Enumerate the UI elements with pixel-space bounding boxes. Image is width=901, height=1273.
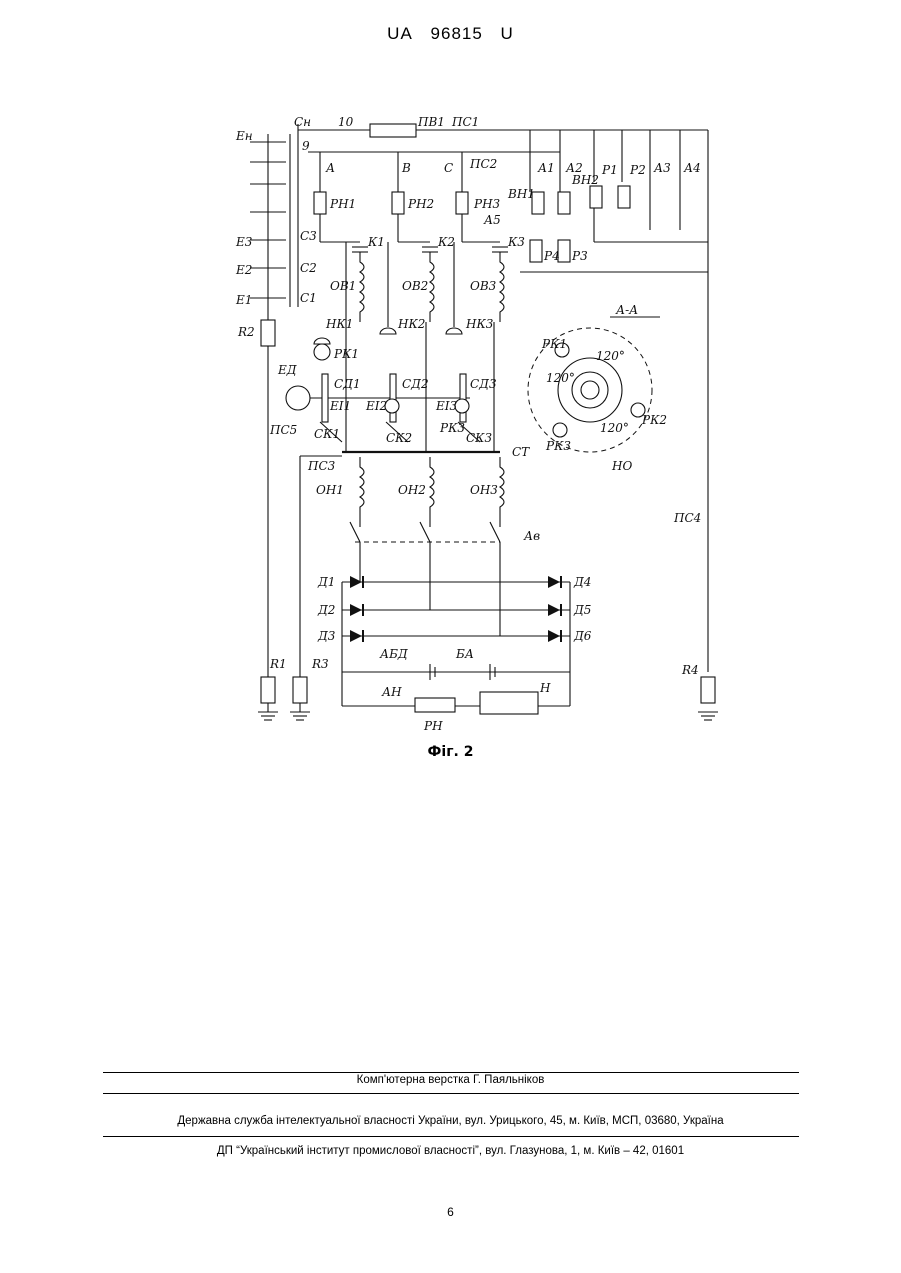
footer-rule-middle bbox=[103, 1093, 799, 1094]
label-ps4: ПС4 bbox=[673, 511, 701, 525]
label-av: Ав bbox=[523, 529, 540, 543]
label-section-a-a: А-А bbox=[615, 303, 638, 317]
label-rn2: РН2 bbox=[407, 197, 434, 211]
footer-institute-address: ДП “Український інститут промислової вла… bbox=[0, 1145, 901, 1157]
label-oh3: ОН3 bbox=[470, 483, 498, 497]
label-rn1: РН1 bbox=[329, 197, 356, 211]
label-e2: E2 bbox=[235, 263, 252, 277]
patent-number: 96815 bbox=[431, 24, 483, 43]
label-n: Н bbox=[539, 681, 551, 695]
label-c: С bbox=[444, 161, 453, 175]
page-number: 6 bbox=[0, 1205, 901, 1219]
label-ba: БА bbox=[455, 647, 474, 661]
label-c3: C3 bbox=[300, 229, 317, 243]
label-ho: НО bbox=[611, 459, 632, 473]
label-d5: Д5 bbox=[573, 603, 591, 617]
label-sk3: СК3 bbox=[466, 431, 492, 445]
label-ov1: ОВ1 bbox=[330, 279, 356, 293]
footer-rule-bottom bbox=[103, 1136, 799, 1137]
label-ps2: ПС2 bbox=[469, 157, 497, 171]
label-d1: Д1 bbox=[317, 575, 335, 589]
label-ov3: ОВ3 bbox=[470, 279, 497, 293]
label-st: СТ bbox=[512, 445, 530, 459]
label-120-c: 120° bbox=[600, 421, 629, 435]
label-r2: R2 bbox=[237, 325, 255, 339]
label-e3: E3 bbox=[235, 235, 253, 249]
label-nk1: НК1 bbox=[325, 317, 353, 331]
label-vn1: ВН1 bbox=[507, 187, 535, 201]
label-a1: А1 bbox=[537, 161, 555, 175]
label-ov2: ОВ2 bbox=[402, 279, 428, 293]
label-p2: Р2 bbox=[629, 163, 646, 177]
label-rk1: РК1 bbox=[333, 347, 359, 361]
document-header: UA 96815 U bbox=[0, 24, 901, 44]
country-code: UA bbox=[387, 24, 413, 43]
label-sk1: СК1 bbox=[314, 427, 340, 441]
label-pv1: ПВ1 bbox=[417, 115, 445, 129]
label-rk1-section: РК1 bbox=[541, 337, 567, 351]
circuit-diagram: Ен E3 E2 E1 Сн C3 C2 C1 10 9 ПВ1 ПС1 ПС2… bbox=[230, 112, 730, 732]
label-d2: Д2 bbox=[317, 603, 335, 617]
label-nk3: НК3 bbox=[465, 317, 494, 331]
label-rk2: РК2 bbox=[641, 413, 667, 427]
label-sk2: СК2 bbox=[386, 431, 412, 445]
label-rn: РН bbox=[423, 719, 443, 732]
label-ps1: ПС1 bbox=[451, 115, 479, 129]
label-p4: Р4 bbox=[543, 249, 560, 263]
label-ps3: ПС3 bbox=[307, 459, 336, 473]
label-k1: К1 bbox=[367, 235, 385, 249]
label-120-a: 120° bbox=[546, 371, 575, 385]
label-rk3: РК3 bbox=[545, 439, 571, 453]
label-b: В bbox=[401, 161, 411, 175]
label-ei3: ЕІ3 bbox=[435, 399, 458, 413]
label-oh2: ОН2 bbox=[398, 483, 426, 497]
label-ps5: ПС5 bbox=[269, 423, 297, 437]
footer-rule-top bbox=[103, 1072, 799, 1073]
label-10: 10 bbox=[338, 115, 354, 129]
label-rn3: РН3 bbox=[473, 197, 501, 211]
label-e-h: Ен bbox=[235, 129, 253, 143]
footer-layout-credit: Комп'ютерна верстка Г. Паяльніков bbox=[0, 1074, 901, 1086]
label-e1: E1 bbox=[235, 293, 252, 307]
label-sd1: СД1 bbox=[334, 377, 361, 391]
label-k3: К3 bbox=[507, 235, 525, 249]
label-r4: R4 bbox=[681, 663, 699, 677]
document-kind: U bbox=[501, 24, 514, 43]
label-an: АН bbox=[381, 685, 402, 699]
label-9: 9 bbox=[302, 139, 310, 153]
label-a: А bbox=[325, 161, 335, 175]
label-ei2: ЕІ2 bbox=[365, 399, 387, 413]
label-c-h: Сн bbox=[294, 115, 311, 129]
label-sd2: СД2 bbox=[402, 377, 429, 391]
label-a4: А4 bbox=[683, 161, 701, 175]
label-vn2: ВН2 bbox=[571, 173, 599, 187]
label-120-b: 120° bbox=[596, 349, 625, 363]
footer-office-address: Державна служба інтелектуальної власност… bbox=[0, 1115, 901, 1127]
label-sd3: СД3 bbox=[470, 377, 497, 391]
label-c2: C2 bbox=[300, 261, 317, 275]
label-r3: R3 bbox=[311, 657, 329, 671]
label-rk3-main: РК3 bbox=[439, 421, 465, 435]
label-a5: А5 bbox=[483, 213, 501, 227]
figure-caption: Фіг. 2 bbox=[0, 744, 901, 760]
label-ed: ЕД bbox=[277, 363, 297, 377]
label-d6: Д6 bbox=[573, 629, 592, 643]
label-ei1: ЕІ1 bbox=[329, 399, 351, 413]
label-abd: АБД bbox=[379, 647, 408, 661]
label-d4: Д4 bbox=[573, 575, 591, 589]
label-c1: C1 bbox=[300, 291, 317, 305]
label-p3: Р3 bbox=[571, 249, 588, 263]
label-a2: А2 bbox=[565, 161, 583, 175]
label-oh1: ОН1 bbox=[316, 483, 344, 497]
label-p1: Р1 bbox=[601, 163, 618, 177]
label-r1: R1 bbox=[269, 657, 287, 671]
label-nk2: НК2 bbox=[397, 317, 425, 331]
label-k2: К2 bbox=[437, 235, 455, 249]
label-d3: Д3 bbox=[317, 629, 336, 643]
label-a3: А3 bbox=[653, 161, 671, 175]
